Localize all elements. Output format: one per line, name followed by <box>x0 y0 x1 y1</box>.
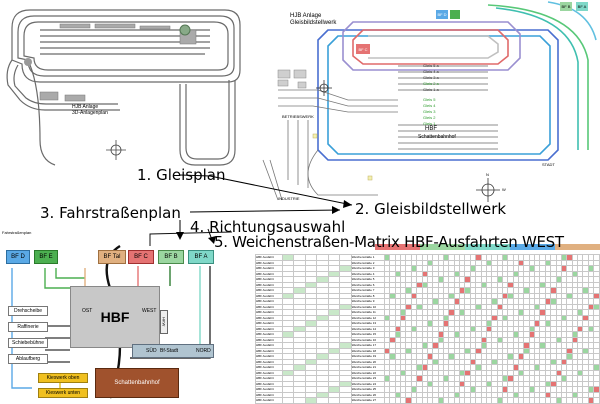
stellwerk-gleis-3a: Gleis 3 a <box>423 75 439 80</box>
box-bf-b: BF B <box>158 250 184 264</box>
stellwerk-compass-w: W <box>502 187 506 192</box>
matrix-panel: HBF AusfahrtWeichenstraße 1HBF AusfahrtW… <box>255 244 600 404</box>
stellwerk-schatten-label: Schattenbahnhof <box>418 134 456 140</box>
gleisplan-drawing <box>0 0 245 175</box>
stellwerk-industrie-label: INDUSTRIE <box>278 196 300 201</box>
stellwerk-compass-n: N <box>486 172 489 177</box>
stellwerk-gleis-3: Gleis 3 <box>423 109 435 114</box>
box-schiebebuehne: Schiebebühne <box>8 338 48 348</box>
box-hkw: HKW <box>160 310 168 334</box>
stellwerk-gleis-5a: Gleis 5 a <box>423 63 439 68</box>
hbf-ost-label: OST <box>82 308 92 314</box>
box-kieswerk-oben: Kieswerk oben <box>38 373 88 383</box>
stellwerk-gleis-1a: Gleis 1 a <box>423 87 439 92</box>
step-5-matrix: 5. Weichenstraßen-Matrix HBF-Ausfahrten … <box>214 233 564 251</box>
stellwerk-title-2: Gleisbildstellwerk <box>290 20 336 26</box>
box-bf-a: BF A <box>188 250 214 264</box>
stellwerk-gleis-2a: Gleis 2 a <box>423 81 439 86</box>
stellwerk-bf-a: BF A <box>576 2 588 11</box>
box-bf-c: BF C <box>128 250 154 264</box>
gleisplan-caption-2: 3D-Anlagenplan <box>72 110 108 116</box>
bf-stadt-sued: SÜD <box>146 348 157 354</box>
box-raffinerie: Raffinerie <box>8 322 48 332</box>
box-schattenbahnhof: Schattenbahnhof <box>95 368 179 398</box>
bf-stadt-nord: NORD <box>196 348 211 354</box>
stellwerk-bf-c: BF C <box>356 44 370 54</box>
stellwerk-title-1: HJB Anlage <box>290 13 321 19</box>
stellwerk-bf-d: BF D <box>436 10 448 19</box>
box-drehscheibe: Drehscheibe <box>8 306 48 316</box>
fahrstrassen-header: Fahrstraßenplan <box>2 230 31 235</box>
box-bf-e: BF E <box>34 250 58 264</box>
stellwerk-hbf-label: HBF <box>425 126 437 132</box>
box-hbf: HBF <box>70 286 160 348</box>
step-3-fahrstrassenplan: 3. Fahrstraßenplan <box>40 204 181 222</box>
stellwerk-bf-b: BF B <box>560 2 572 11</box>
stellwerk-bf-e <box>450 10 460 19</box>
box-bf-d: BF D <box>6 250 30 264</box>
box-kieswerk-unten: Kieswerk unten <box>38 388 88 398</box>
hbf-label: HBF <box>101 309 130 325</box>
fahrstrassen-panel: Fahrstraßenplan BF D BF E BF Tal BF C BF… <box>0 228 255 404</box>
stellwerk-gleis-5: Gleis 5 <box>423 97 435 102</box>
stellwerk-betriebswerk-label: BETRIEBSWERK <box>282 114 314 119</box>
stellwerk-gleis-4: Gleis 4 <box>423 103 435 108</box>
stellwerk-panel: HJB Anlage Gleisbildstellwerk BF D BF C … <box>258 0 600 215</box>
stellwerk-gleis-4a: Gleis 4 a <box>423 69 439 74</box>
stellwerk-gleis-2: Gleis 2 <box>423 115 435 120</box>
box-ablaufberg: Ablaufberg <box>8 354 48 364</box>
bf-stadt-label: Bf-Stadt <box>160 348 178 354</box>
step-2-gleisbildstellwerk: 2. Gleisbildstellwerk <box>355 200 506 218</box>
hbf-west-label: WEST <box>142 308 156 314</box>
step-1-gleisplan: 1. Gleisplan <box>137 166 225 184</box>
box-bf-tal: BF Tal <box>98 250 126 264</box>
gleisplan-panel: HJB Anlage 3D-Anlagenplan <box>0 0 245 175</box>
stellwerk-stadt-label: STADT <box>542 162 555 167</box>
